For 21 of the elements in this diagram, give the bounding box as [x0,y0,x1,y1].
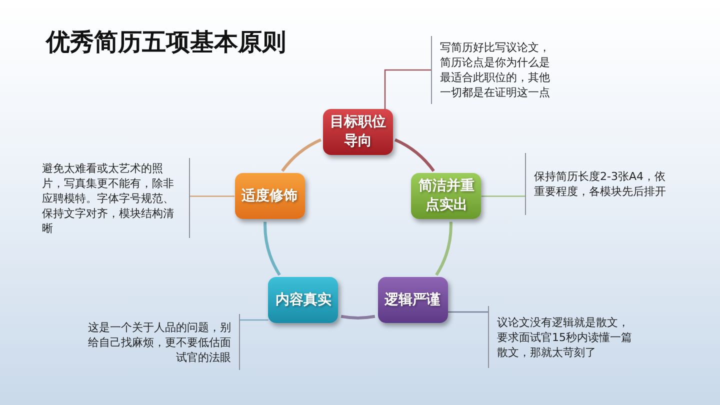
connector-arc [435,222,452,276]
leader-line [240,319,268,321]
principle-box: 内容真实 [268,277,338,324]
principle-box: 简洁并重点实出 [411,173,482,220]
title: 优秀简历五项基本原则 [46,27,286,58]
note-text: 保持简历长度2-3张A4，依重要程度，各模块先后排开 [525,153,675,215]
note-text: 避免太难看或太艺术的照片，写真集更不能有，除非应聘模特。字体字号规范、保持文字对齐，模块结构清晰 [42,158,190,238]
connector-arc [394,138,435,172]
note-text: 议论文没有逻辑就是散文，要求面试官15秒内读懂一篇散文，那就太苛刻了 [488,306,638,368]
connector-arc [264,222,281,276]
leader-line [448,311,488,313]
leader-line [481,196,525,197]
principle-box: 逻辑严谨 [378,277,448,324]
leader-line [384,69,431,109]
note-text: 写简历好比写议论文，简历论点是你为什么是最适合此职位的，其他一切都是在证明这一点 [431,36,553,104]
principle-box: 目标职位导向 [323,109,393,155]
leader-line [190,196,235,197]
connector-arc [340,314,376,320]
principle-box: 适度修饰 [234,173,305,220]
connector-arc [281,138,322,172]
note-text: 这是一个关于人品的问题，别给自己找麻烦，更不要低估面试官的法眼 [82,314,240,370]
